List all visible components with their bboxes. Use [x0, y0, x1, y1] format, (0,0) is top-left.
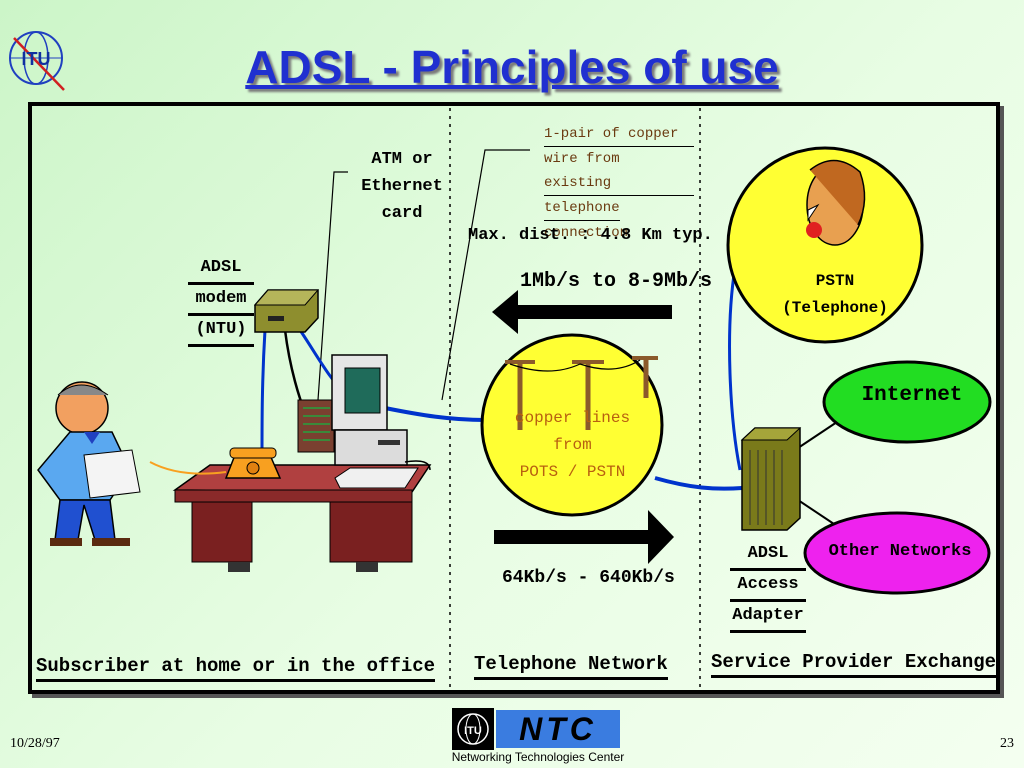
itu-logo: ITU [9, 31, 65, 91]
computer-icon [331, 354, 431, 489]
copper-wire-note-line: telephone [544, 196, 620, 221]
copper-wire-note: 1-pair of copper wire from existing tele… [544, 122, 694, 245]
pstn-circle [726, 146, 924, 344]
copper-lines-label-line: from [553, 436, 592, 454]
ntc-logo: ITU NTC [452, 708, 620, 750]
upstream-arrow-icon [494, 510, 674, 564]
section-telephone-network-label: Telephone Network [474, 653, 668, 680]
max-distance-label: Max. dist. : 4.8 Km typ. [468, 226, 713, 245]
adsl-access-adapter-label-line: ADSL [730, 540, 806, 571]
slide-title: ADSL - Principles of use [245, 41, 779, 93]
copper-wire-note-line: connection [544, 225, 629, 241]
downstream-rate-label: 1Mb/s to 8-9Mb/s [520, 270, 713, 293]
atm-card-label-line: Ethernet [361, 177, 443, 196]
ntc-logo-text: NTC [519, 711, 597, 747]
upstream-rate-label: 64Kb/s - 640Kb/s [502, 568, 675, 588]
cable-network-to-adapter [654, 476, 743, 491]
cable-modem-to-phone [260, 329, 267, 456]
slide-date: 10/28/97 [10, 736, 60, 751]
itu-logo-text: ITU [22, 49, 51, 69]
network-card-icon [297, 399, 335, 453]
adsl-modem-icon [253, 289, 320, 333]
atm-card-label: ATM or Ethernet card [352, 146, 452, 227]
caller-face-icon [806, 159, 866, 246]
page-number: 23 [1000, 736, 1014, 751]
adsl-access-adapter-label-line: Access [730, 571, 806, 602]
adsl-access-adapter-label: ADSL Access Adapter [730, 540, 806, 633]
adsl-access-adapter-icon [740, 427, 802, 531]
line-adapter-to-internet [794, 419, 841, 451]
cable-pc-to-network [384, 406, 486, 422]
copper-wire-pointer [441, 149, 530, 401]
copper-lines-circle [480, 333, 664, 517]
copper-lines-label-line: copper lines [514, 409, 631, 427]
ntc-subtitle: Networking Technologies Center [451, 750, 625, 764]
downstream-arrow-icon [492, 290, 672, 334]
copper-lines-label-line: POTS / PSTN [519, 463, 626, 481]
adsl-access-adapter-label-line: Adapter [730, 602, 806, 633]
copper-lines-label: copper lines from POTS / PSTN [505, 405, 640, 486]
copper-wire-note-line: 1-pair of copper [544, 122, 694, 147]
adsl-modem-label-line: (NTU) [188, 316, 254, 347]
pstn-label-line: (Telephone) [782, 299, 888, 317]
atm-card-label-line: ATM or [371, 150, 433, 169]
cable-adapter-to-pstn [728, 267, 742, 471]
other-networks-label: Other Networks [828, 542, 972, 561]
adsl-modem-label-line: modem [188, 285, 254, 316]
internet-ellipse [822, 360, 992, 444]
section-subscriber-label: Subscriber at home or in the office [36, 655, 436, 682]
adsl-modem-label: ADSL modem (NTU) [188, 254, 254, 347]
other-networks-ellipse [803, 511, 991, 595]
section-service-provider-label: Service Provider Exchange [711, 651, 997, 678]
pstn-label: PSTN (Telephone) [770, 268, 900, 322]
adsl-modem-label-line: ADSL [188, 254, 254, 285]
atm-card-pointer [317, 171, 348, 401]
subscriber-person-icon [37, 381, 141, 546]
telephone-icon [149, 447, 282, 479]
internet-label: Internet [861, 384, 963, 407]
diagram-frame [28, 102, 1000, 694]
pstn-label-line: PSTN [815, 272, 855, 290]
ntc-itu-mark: ITU [464, 725, 482, 737]
atm-card-label-line: card [381, 204, 423, 223]
copper-wire-note-line: wire from existing [544, 147, 694, 196]
telephone-poles-icon [505, 356, 658, 430]
